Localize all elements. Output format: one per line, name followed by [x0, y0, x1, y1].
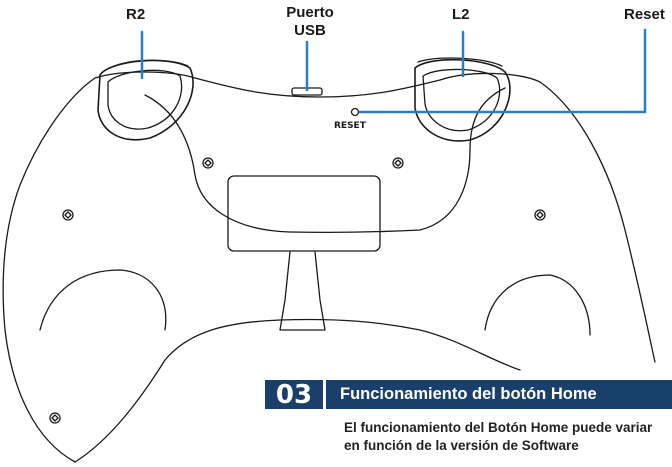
section-body-text: El funcionamiento del Botón Home puede v…: [344, 420, 653, 453]
screw-icons: [49, 157, 546, 424]
reset-callout-line: [358, 28, 647, 114]
r2-label: R2: [126, 6, 146, 23]
r2-trigger-inner: [107, 69, 183, 130]
reset-label: Reset: [624, 6, 665, 23]
usb-label-line1: Puerto: [286, 4, 334, 21]
controller-inner-curve: [74, 318, 521, 463]
usb-label-line2: USB: [294, 22, 326, 39]
section-number: 03: [265, 380, 326, 410]
section-title: Funcionamiento del botón Home: [340, 385, 597, 403]
l2-trigger-outer: [414, 58, 511, 142]
controller-body-outline: [2, 71, 656, 463]
reset-hole: [350, 107, 360, 117]
l2-label: L2: [452, 6, 470, 23]
reset-print-text: RESET: [334, 121, 366, 131]
l2-trigger-inner: [422, 68, 501, 132]
controller-center-panel: [144, 87, 506, 234]
left-grip-curve: [39, 269, 167, 331]
right-grip-curve: [484, 274, 591, 336]
label-sticker: [227, 175, 381, 252]
usb-port-label: Puerto USB: [280, 4, 340, 40]
section-header: 03 Funcionamiento del botón Home: [265, 380, 672, 410]
